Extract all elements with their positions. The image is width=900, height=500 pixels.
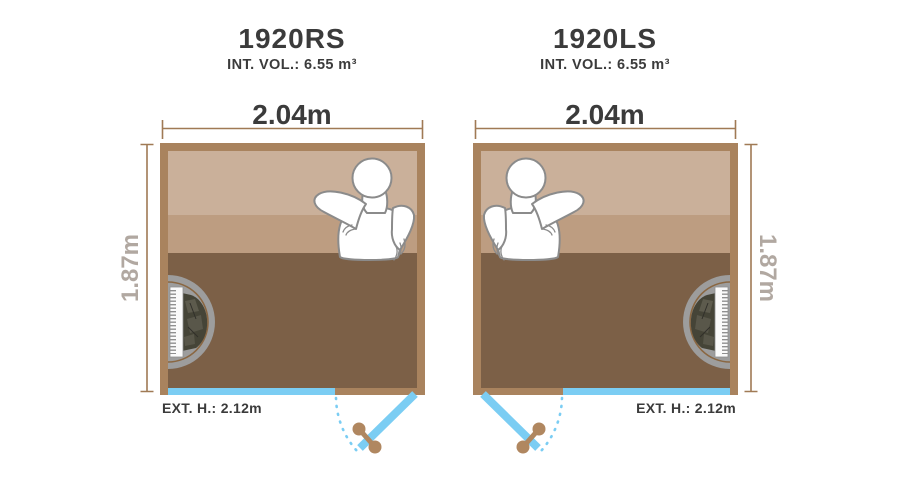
plan-int-vol-rs: INT. VOL.: 6.55 m³	[227, 57, 357, 73]
plan-height-rs: 1.87m	[117, 234, 144, 302]
plan-title-rs: 1920RS	[238, 23, 345, 54]
plan-ext-height-ls: EXT. H.: 2.12m	[636, 400, 736, 416]
plan-ext-height-rs: EXT. H.: 2.12m	[162, 400, 262, 416]
plan-width-rs: 2.04m	[252, 99, 331, 130]
plan-int-vol-ls: INT. VOL.: 6.55 m³	[540, 57, 670, 73]
plan-height-ls: 1.87m	[754, 234, 781, 302]
plan-width-ls: 2.04m	[565, 99, 644, 130]
plan-title-ls: 1920LS	[553, 23, 657, 54]
